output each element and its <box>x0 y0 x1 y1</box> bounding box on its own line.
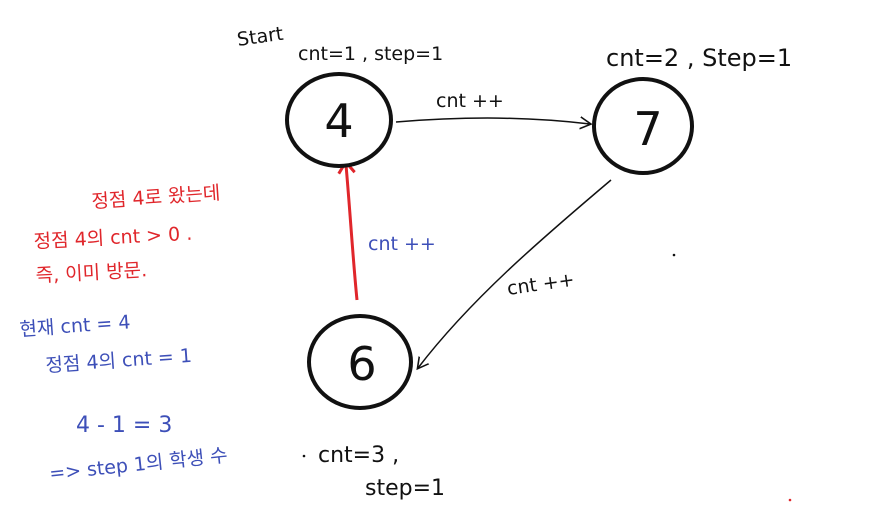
blue-note-line2: 정점 4의 cnt = 1 <box>45 345 193 377</box>
node-4: 4 <box>285 72 393 168</box>
blue-note-line3: 4 - 1 = 3 <box>76 413 172 438</box>
node-4-state: cnt=1 , step=1 <box>298 43 443 65</box>
node-6: 6 <box>307 314 413 410</box>
blue-note-line1: 현재 cnt = 4 <box>19 311 131 341</box>
edge-4-to-7 <box>395 118 590 124</box>
node-4-label: 4 <box>324 94 353 148</box>
node-7-state: cnt=2 , Step=1 <box>606 44 792 72</box>
blue-note-line4: => step 1의 학생 수 <box>48 444 228 485</box>
stray-dot <box>788 498 792 502</box>
node-6-state-line1: cnt=3 , <box>318 443 399 468</box>
start-label: Start <box>236 23 285 51</box>
edge-6-4-label: cnt ++ <box>368 233 436 255</box>
stray-dot <box>672 253 676 257</box>
red-note-line1: 정점 4로 왔는데 <box>91 182 221 213</box>
edge-7-6-label: cnt ++ <box>506 269 576 300</box>
node-7-label: 7 <box>633 102 662 156</box>
red-note-line2: 정점 4의 cnt > 0 . <box>33 223 193 253</box>
edge-4-7-label: cnt ++ <box>436 90 504 112</box>
node-7: 7 <box>592 77 694 175</box>
node-6-state-line2: step=1 <box>365 476 445 501</box>
node-6-label: 6 <box>347 337 376 391</box>
red-note-line3: 즉, 이미 방문. <box>35 259 148 287</box>
edge-6-to-4 <box>346 165 359 301</box>
edge-7-to-6 <box>418 179 612 368</box>
stray-dot <box>302 454 306 458</box>
